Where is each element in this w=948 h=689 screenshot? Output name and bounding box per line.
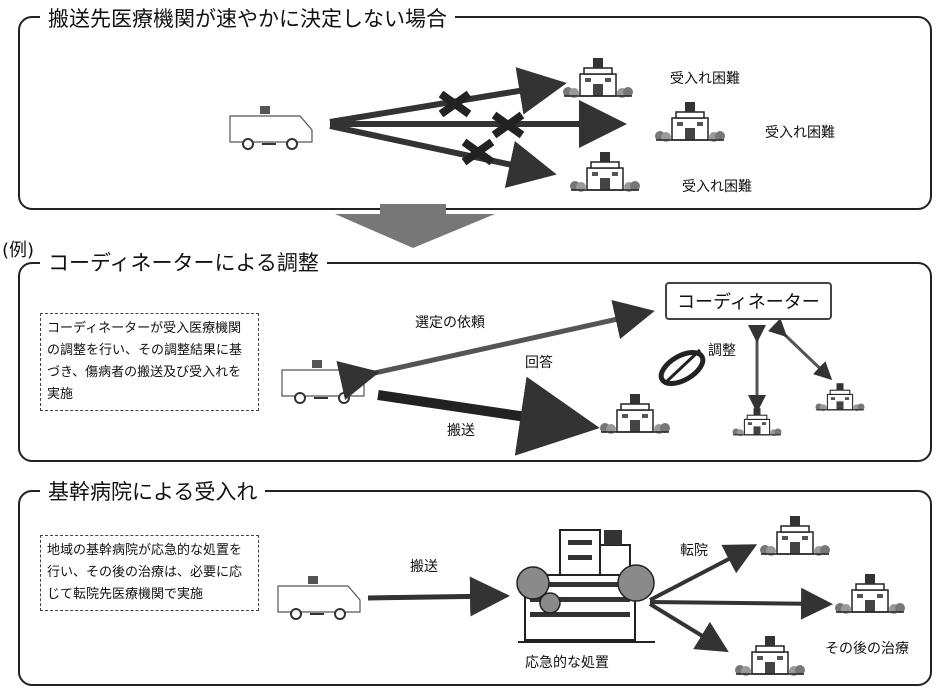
- hospital-icon: [759, 515, 831, 557]
- hospital-icon: [814, 382, 866, 412]
- hospital-status-label: 受入れ困難: [670, 71, 740, 87]
- request-answer-arrow: [336, 299, 655, 401]
- hospital-icon: [599, 393, 671, 435]
- adjust-label: 調整: [708, 343, 736, 359]
- hospital-icon: [834, 573, 906, 615]
- example-label: (例): [2, 240, 35, 261]
- panel-coordinator-title: コーディネーターによる調整: [40, 247, 327, 277]
- transfer-label: 転院: [680, 543, 708, 559]
- coordinator-box: コーディネーター: [665, 282, 832, 320]
- hospital-icon: [569, 151, 641, 193]
- hospital-icon: [654, 101, 726, 143]
- ambulance-icon: [229, 105, 313, 150]
- coordinator-description: コーディネーターが受入医療機関の調整を行い、その調整結果に基づき、傷病者の搬送及…: [40, 313, 259, 411]
- transition-arrow-icon: [335, 204, 495, 248]
- hospital-icon: [734, 635, 806, 677]
- transfer-arrows: [648, 544, 833, 653]
- adjust-cycle-icon: [658, 348, 706, 386]
- hospital-status-label: 受入れ困難: [682, 179, 752, 195]
- after-treatment-label: その後の治療: [825, 641, 909, 657]
- first-aid-label: 応急的な処置: [525, 655, 609, 671]
- ambulance-icon: [277, 575, 361, 620]
- transport-label: 搬送: [410, 559, 438, 575]
- hospital-icon: [731, 407, 783, 437]
- transport-label: 搬送: [447, 423, 475, 439]
- request-label: 選定の依頼: [415, 315, 485, 331]
- hospital-status-label: 受入れ困難: [765, 125, 835, 141]
- ambulance-icon: [281, 359, 365, 404]
- answer-label: 回答: [525, 355, 553, 371]
- hospital-icon: [562, 57, 634, 99]
- panel-difficult-case: [18, 16, 932, 210]
- transport-arrow: [377, 376, 600, 456]
- adjust-arrows: [748, 318, 833, 413]
- core-hospital-description: 地域の基幹病院が応急的な処置を行い、その後の治療は、必要に応じて転院先医療機関で…: [40, 535, 259, 611]
- core-hospital-icon: [516, 529, 655, 643]
- panel-core-hospital-title: 基幹病院による受入れ: [40, 476, 266, 506]
- panel-difficult-case-title: 搬送先医療機関が速やかに決定しない場合: [40, 3, 455, 33]
- transport-arrow: [367, 576, 510, 617]
- refused-arrows: [329, 67, 627, 188]
